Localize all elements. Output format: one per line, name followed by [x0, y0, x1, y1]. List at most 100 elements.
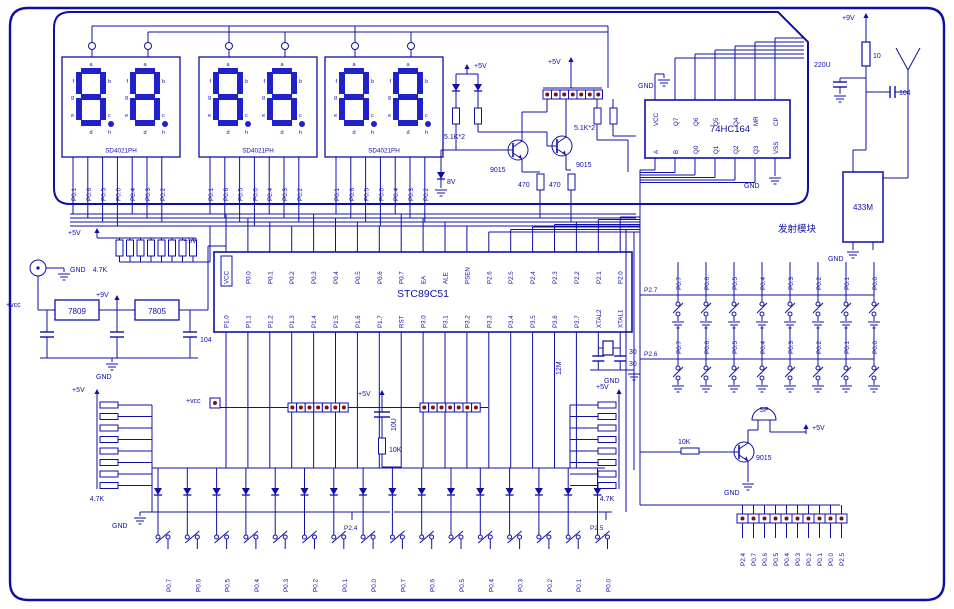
- display-port-label: P0.3: [408, 188, 415, 201]
- segment-letter: c: [299, 113, 302, 119]
- resistor-network-label: 4.7K: [93, 267, 108, 274]
- shape: [183, 488, 192, 495]
- mcu-pin-label: P3.0: [421, 315, 428, 328]
- segment: [81, 94, 101, 100]
- resistor: [597, 436, 617, 443]
- shape: [593, 488, 602, 495]
- resistor: [593, 107, 602, 125]
- net-label: P2.6: [644, 351, 658, 358]
- shape: [437, 172, 445, 179]
- shape: [744, 456, 748, 461]
- terminal: [448, 534, 454, 540]
- mcu-pin-label: P2.2: [574, 271, 581, 284]
- segment: [100, 98, 106, 120]
- terminal: [843, 375, 849, 381]
- key-port-label: P0.4: [760, 277, 767, 290]
- shape: [534, 488, 543, 495]
- mcu-pin-label: P2.1: [596, 271, 603, 284]
- header-dot: [333, 405, 338, 410]
- segment: [339, 72, 345, 94]
- resistor: [99, 470, 119, 478]
- segment-letter: g: [334, 95, 337, 101]
- segment-letter: f: [126, 79, 128, 85]
- segment: [344, 68, 364, 74]
- hc164-pin-label: Q6: [693, 117, 700, 126]
- segment: [237, 98, 243, 120]
- segment-letter: e: [262, 113, 265, 119]
- header-dot: [762, 516, 767, 521]
- key-port-label: P0.7: [400, 579, 407, 592]
- terminal: [477, 534, 483, 540]
- resistor: [147, 239, 155, 257]
- segment-letter: c: [162, 113, 165, 119]
- mcu-pin-label: P3.4: [508, 315, 515, 328]
- terminal: [871, 365, 877, 371]
- mcu-pin-label: P1.6: [355, 315, 362, 328]
- terminal: [703, 301, 709, 307]
- resistor: [567, 173, 576, 191]
- mcu-pin-label: VCC: [224, 270, 231, 284]
- key-port-label: P0.3: [518, 579, 525, 592]
- ground-label: GND: [604, 378, 620, 385]
- terminal: [536, 534, 542, 540]
- capacitor-label: 30: [629, 361, 637, 368]
- terminal: [214, 534, 220, 540]
- resistor: [597, 447, 617, 455]
- rf-caption: 发射模块: [778, 223, 817, 235]
- mcu-pin-label: EA: [421, 275, 428, 284]
- wire: [812, 302, 824, 314]
- net-label: P2.4: [344, 525, 358, 532]
- zener-label: 8V: [447, 179, 456, 186]
- terminal: [759, 301, 765, 307]
- segment: [363, 72, 369, 94]
- segment: [272, 68, 292, 74]
- display-port-label: P0.0: [115, 188, 122, 201]
- display-port-label: P0.1: [71, 188, 78, 201]
- speaker-label: SP: [759, 407, 769, 414]
- display-part-number: SD4021PH: [105, 148, 137, 155]
- display-port-label: P0.3: [282, 188, 289, 201]
- mcu-pin-label: P2.5: [508, 271, 515, 284]
- resistor: [99, 482, 119, 489]
- wire: [477, 530, 493, 544]
- mcu-pin-label: XTAL1: [618, 309, 625, 328]
- resistor-label: 470: [549, 182, 561, 189]
- key-port-label: P0.2: [547, 579, 554, 592]
- mcu-pin-label: P3.6: [552, 315, 559, 328]
- power-label: +5V: [474, 63, 487, 70]
- display-port-label: P0.1: [208, 188, 215, 201]
- shape: [452, 84, 460, 91]
- header-dot: [570, 92, 575, 97]
- hc164-pin-label: CP: [773, 117, 780, 126]
- mcu-pin-label: P0.2: [289, 271, 296, 284]
- mcu-pin-label: RST: [399, 315, 406, 328]
- header-port-label: P2.5: [839, 553, 846, 566]
- terminal: [843, 301, 849, 307]
- net-label: P2.7: [644, 287, 658, 294]
- ground-label: GND: [828, 256, 844, 263]
- shape: [94, 389, 100, 394]
- header-dot: [839, 516, 844, 521]
- key-port-label: P0.6: [704, 341, 711, 354]
- terminal: [351, 42, 359, 50]
- regulator-7805-label: 7805: [148, 307, 166, 316]
- wire: [756, 366, 768, 378]
- key-port-label: P0.4: [254, 579, 261, 592]
- resistor: [99, 447, 119, 455]
- wire: [738, 442, 749, 450]
- resistor: [168, 239, 176, 257]
- wire: [536, 530, 552, 544]
- resistor: [136, 239, 145, 257]
- shape: [803, 424, 809, 429]
- display-port-label: P0.2: [423, 188, 430, 201]
- shape: [359, 488, 368, 495]
- display-port-label: P0.3: [145, 188, 152, 201]
- terminal: [815, 365, 821, 371]
- hc164-pin-label: Q3: [753, 145, 760, 154]
- wire: [595, 530, 610, 544]
- resistor: [99, 413, 119, 420]
- header-dot: [806, 516, 811, 521]
- segment-dot: [245, 121, 251, 127]
- shape: [212, 488, 221, 495]
- hc164-pin-label: VSS: [773, 142, 780, 154]
